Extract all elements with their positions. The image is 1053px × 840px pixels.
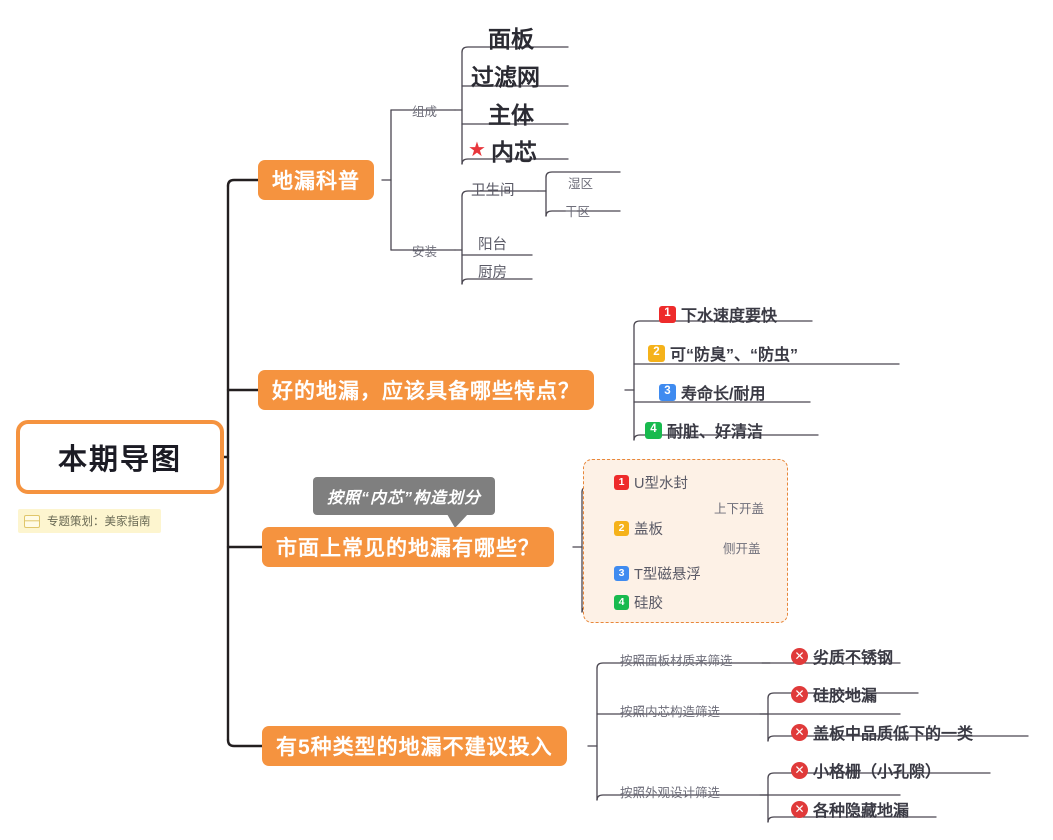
feature-item-1-label: 下水速度要快 [681,308,778,325]
avoid-item-3[interactable]: ✕ 盖板中品质低下的一类 [791,720,973,744]
x-circle-icon: ✕ [791,761,808,779]
drain-type-4-label: 硅胶 [634,596,663,612]
leaf-main-body[interactable]: 主体 [488,102,534,128]
avoid-item-2[interactable]: ✕ 硅胶地漏 [791,682,877,706]
star-icon: ★ [468,139,486,161]
cover-type-top-bottom[interactable]: 上下开盖 [714,502,765,516]
avoid-item-3-label: 盖板中品质低下的一类 [813,726,974,743]
filter-label-panel-material: 按照面板材质来筛选 [620,654,733,668]
leaf-filter-net[interactable]: 过滤网 [471,64,540,90]
x-circle-icon: ✕ [791,723,808,741]
feature-item-3[interactable]: 3 寿命长/耐用 [659,380,765,404]
branch-node-1[interactable]: 地漏科普 [258,160,374,200]
badge-3-icon: 3 [659,383,676,401]
group-label-installation: 安装 [412,245,438,259]
branch-node-2[interactable]: 好的地漏，应该具备哪些特点？ [258,370,594,410]
drain-type-4[interactable]: 4 硅胶 [614,592,663,613]
badge-1-icon: 1 [659,305,676,323]
branch-node-3[interactable]: 市面上常见的地漏有哪些？ [262,527,554,567]
avoid-item-1[interactable]: ✕ 劣质不锈钢 [791,644,893,668]
note-card-icon [24,514,40,528]
badge-4-icon: 4 [645,421,662,439]
root-title: 本期导图 [57,444,182,476]
badge-3-icon: 3 [614,566,629,581]
feature-item-3-label: 寿命长/耐用 [681,386,766,403]
avoid-item-2-label: 硅胶地漏 [813,688,878,705]
drain-type-2-label: 盖板 [634,522,663,538]
badge-4-icon: 4 [614,595,629,610]
group-label-composition: 组成 [412,105,438,119]
drain-type-1[interactable]: 1 U型水封 [614,472,688,493]
feature-item-4-label: 耐脏、好清洁 [667,424,764,441]
avoid-item-4-label: 小格栅（小孔隙） [813,764,942,781]
avoid-item-4[interactable]: ✕ 小格栅（小孔隙） [791,758,941,782]
root-note-text: 专题策划：美家指南 [47,516,151,528]
avoid-item-5[interactable]: ✕ 各种隐藏地漏 [791,797,909,821]
avoid-item-5-label: 各种隐藏地漏 [813,803,910,820]
branch-label-2: 好的地漏，应该具备哪些特点？ [272,380,580,403]
feature-item-1[interactable]: 1 下水速度要快 [659,302,777,326]
badge-2-icon: 2 [614,521,629,536]
branch-node-4[interactable]: 有5种类型的地漏不建议投入 [262,726,567,766]
x-circle-icon: ✕ [791,685,808,703]
leaf-wet-area[interactable]: 湿区 [568,177,594,191]
branch-label-3: 市面上常见的地漏有哪些？ [276,537,540,560]
badge-2-icon: 2 [648,344,665,362]
annotation-bubble-text: 按照“内芯”构造划分 [327,490,482,507]
cover-type-side[interactable]: 侧开盖 [723,542,761,556]
x-circle-icon: ✕ [791,800,808,818]
filter-label-core-structure: 按照内芯构造筛选 [620,705,721,719]
annotation-bubble: 按照“内芯”构造划分 [313,477,496,528]
x-circle-icon: ✕ [791,647,808,665]
feature-item-4[interactable]: 4 耐脏、好清洁 [645,418,763,442]
root-note[interactable]: 专题策划：美家指南 [18,509,161,533]
drain-type-1-label: U型水封 [634,476,688,492]
drain-type-3[interactable]: 3 T型磁悬浮 [614,563,701,584]
leaf-dry-area[interactable]: 干区 [565,205,591,219]
root-node[interactable]: 本期导图 [16,420,224,494]
branch-label-4: 有5种类型的地漏不建议投入 [276,736,553,759]
leaf-core[interactable]: ★ 内芯 [468,133,537,167]
feature-item-2[interactable]: 2 可“防臭”、“防虫” [648,341,798,365]
badge-1-icon: 1 [614,475,629,490]
drain-type-3-label: T型磁悬浮 [634,567,701,583]
avoid-item-1-label: 劣质不锈钢 [813,650,894,667]
filter-label-appearance: 按照外观设计筛选 [620,786,721,800]
leaf-core-label: 内芯 [490,139,537,165]
drain-type-2[interactable]: 2 盖板 [614,518,663,539]
branch-label-1: 地漏科普 [272,170,360,193]
leaf-balcony[interactable]: 阳台 [478,237,507,253]
leaf-bathroom[interactable]: 卫生间 [471,183,515,199]
leaf-panel[interactable]: 面板 [488,26,534,52]
feature-item-2-label: 可“防臭”、“防虫” [670,347,799,364]
leaf-kitchen[interactable]: 厨房 [478,265,507,281]
